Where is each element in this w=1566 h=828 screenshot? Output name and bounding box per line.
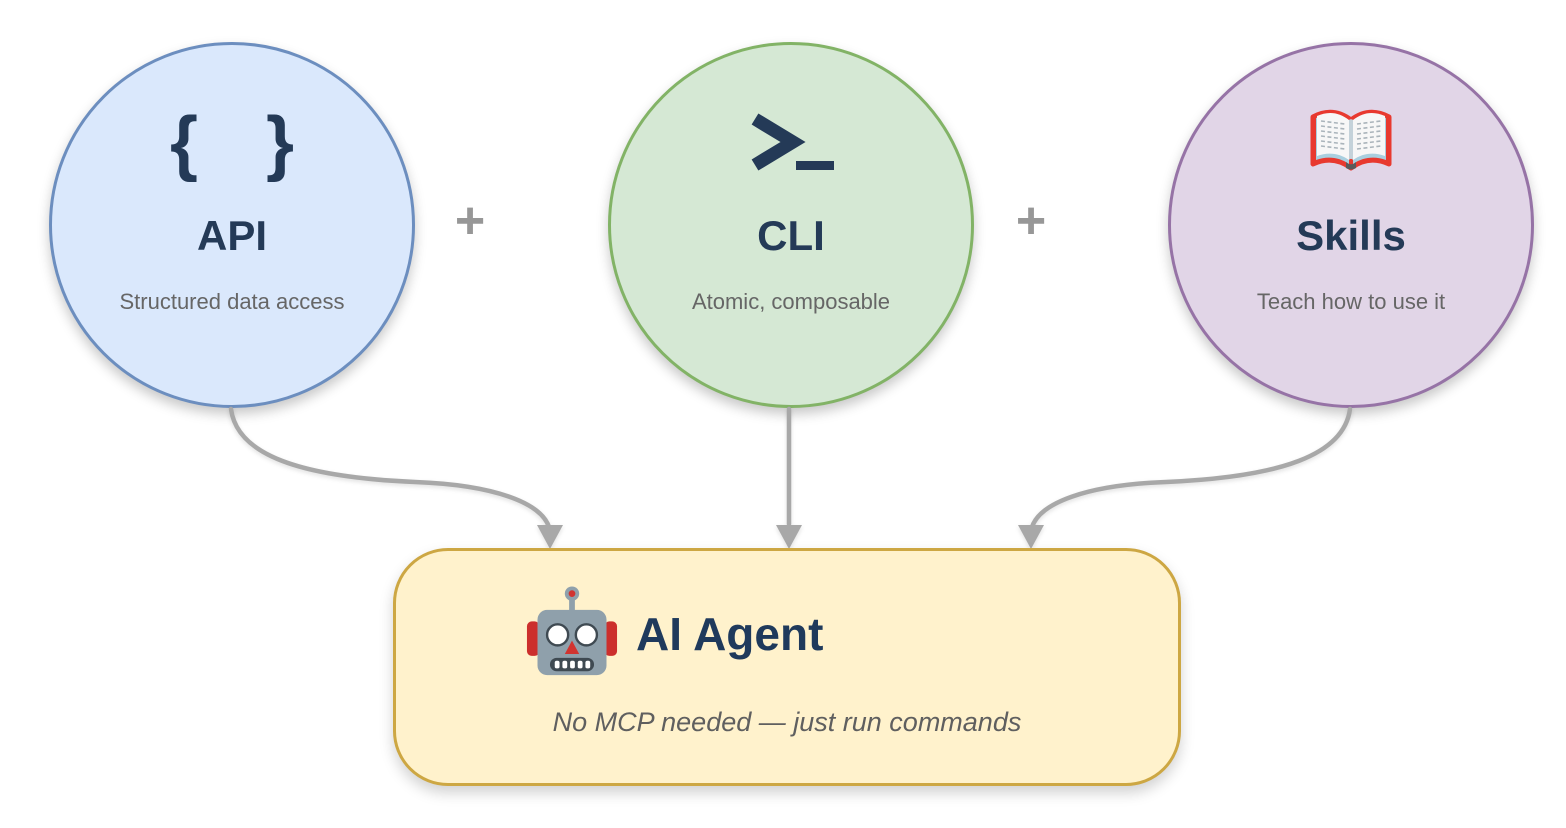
api-to-agent-arrow <box>228 406 563 549</box>
robot-icon <box>526 585 618 682</box>
api-subtitle: Structured data access <box>119 289 345 314</box>
ai-agent-title: AI Agent <box>636 607 824 660</box>
api-title: API <box>196 212 267 259</box>
skills-to-agent-arrow <box>1018 406 1353 549</box>
cli-subtitle: Atomic, composable <box>691 289 891 314</box>
ai-agent-subtitle: No MCP needed — just run commands <box>552 707 1022 737</box>
cli-title: CLI <box>757 212 825 259</box>
ai-agent-node: AI Agent No MCP needed — just run comman… <box>393 548 1181 786</box>
cli-to-agent-arrow <box>776 406 802 549</box>
terminal-prompt-icon <box>611 85 971 201</box>
cli-node: CLI Atomic, composable <box>608 42 974 408</box>
curly-braces-glyph: { } <box>169 103 319 183</box>
curly-braces-icon: { } <box>52 85 412 201</box>
plus-separator-2: + <box>1015 192 1047 250</box>
skills-title: Skills <box>1296 212 1406 259</box>
skills-node: Skills Teach how to use it <box>1168 42 1534 408</box>
skills-subtitle: Teach how to use it <box>1256 289 1446 314</box>
open-book-icon <box>1171 85 1531 201</box>
api-node: { } API Structured data access <box>49 42 415 408</box>
plus-separator-1: + <box>454 192 486 250</box>
